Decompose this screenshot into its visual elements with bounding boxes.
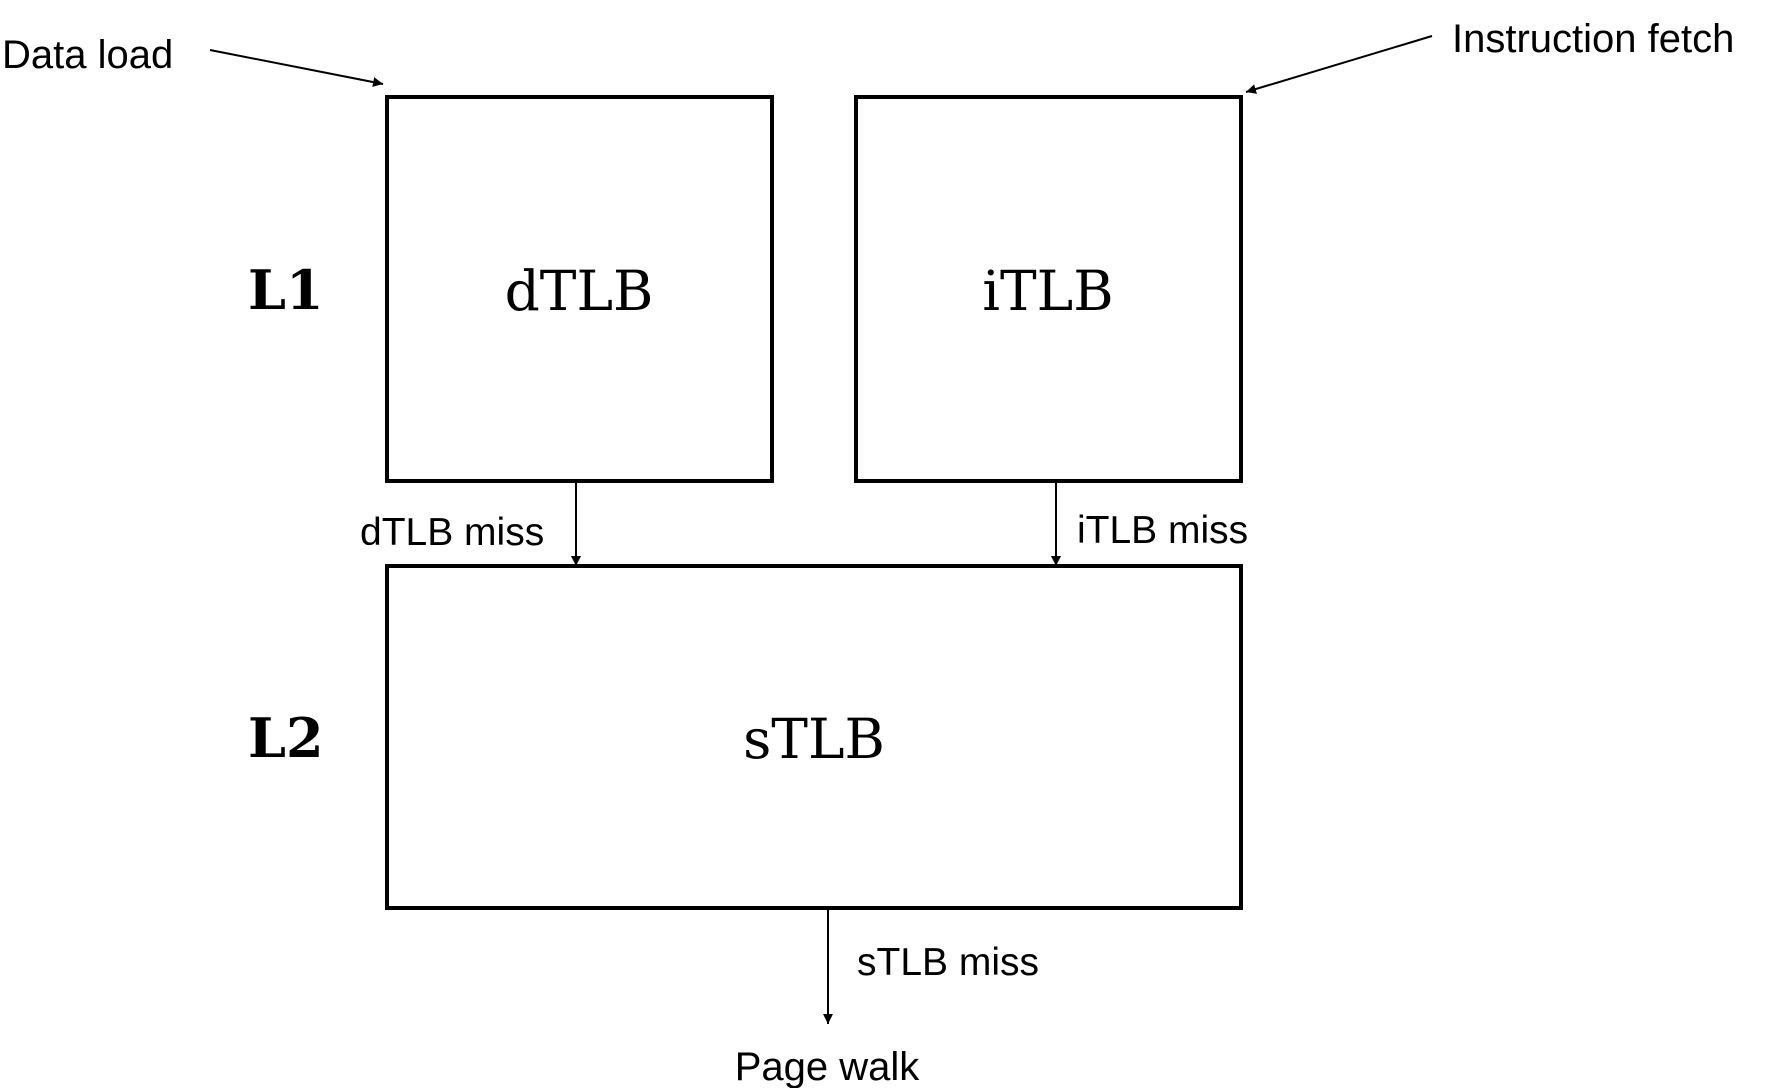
- stlb-miss-label: sTLB miss: [857, 941, 1039, 984]
- instruction-fetch-arrow: [1245, 35, 1433, 94]
- dtlb-miss-label: dTLB miss: [360, 511, 544, 554]
- level-l2-label: L2: [248, 706, 324, 770]
- dtlb-label: dTLB: [505, 259, 654, 323]
- itlb-box: [854, 95, 1243, 483]
- instruction-fetch-label: Instruction fetch: [1452, 17, 1734, 61]
- stlb-label: sTLB: [743, 707, 885, 771]
- itlb-label: iTLB: [982, 259, 1113, 323]
- dtlb-box: [385, 95, 774, 483]
- level-l1-label: L1: [248, 258, 324, 322]
- data-load-arrow: [209, 49, 384, 87]
- data-load-label: Data load: [2, 33, 173, 77]
- page-walk-label: Page walk: [735, 1045, 921, 1088]
- stlb-box: [385, 564, 1243, 910]
- itlb-miss-label: iTLB miss: [1077, 509, 1248, 552]
